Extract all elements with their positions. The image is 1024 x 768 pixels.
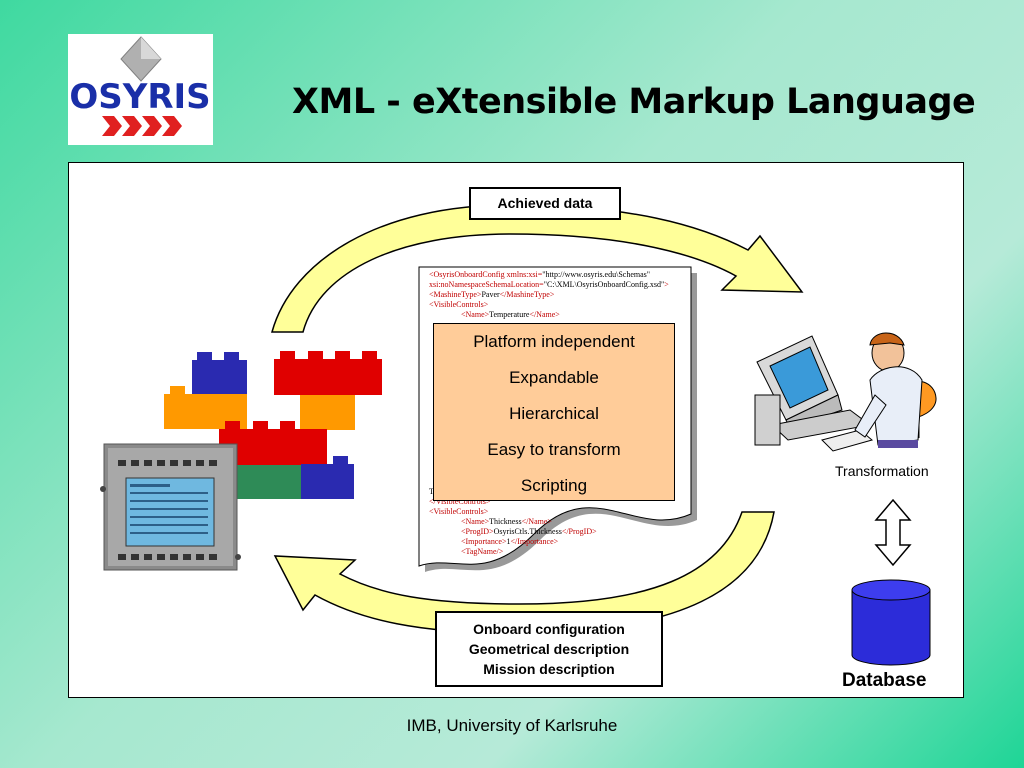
xml-line: <OsyrisOnboardConfig xmlns:xsi="http://w… [429,270,650,280]
bottom-curved-arrow [273,511,775,634]
property-item: Scripting [520,476,588,495]
onboard-terminal-icon [100,443,241,571]
xml-tag: <ProgID> [461,527,494,536]
double-arrow-icon [874,498,912,567]
osyris-logo-graphic: OSYRIS [69,36,211,136]
xml-line: </VisibleControls> [429,497,490,507]
xml-tag: <VisibleControls> [429,300,489,309]
slide-title: XML - eXtensible Markup Language [292,82,976,122]
xml-line: <MashineType>Paver</MashineType> [429,290,554,300]
xml-tag: <TagName/> [461,547,504,556]
xml-tag: <Importance> [461,537,507,546]
xml-value: Thickness [489,517,522,526]
slide-footer: IMB, University of Karlsruhe [406,716,618,735]
xml-tag: </Importance> [510,537,559,546]
xml-tag: </MashineType> [499,290,555,299]
xml-tag: </Name> [529,310,560,319]
person-at-computer-icon [754,332,937,452]
xml-value: 1 [506,537,511,546]
xml-value: OsyrisCtls.Thickness [493,527,562,536]
xml-tag: <Name> [461,517,490,526]
xml-line: <ProgID>OsyrisCtls.Thickness</ProgID> [461,527,597,537]
xml-line: <Name>Thickness</Name> [461,517,552,527]
xml-tag: </ProgID> [561,527,597,536]
database-label: Database [842,670,927,691]
configuration-label-line: Mission description [483,661,615,677]
xml-line: <VisibleControls> [429,300,488,310]
xml-tag: <MashineType> [429,290,482,299]
configuration-label-line: Onboard configuration [473,621,625,637]
xml-tag: <OsyrisOnboardConfig xmlns:xsi= [429,270,543,279]
xml-tag: <Name> [461,310,490,319]
transformation-label: Transformation [835,463,929,479]
xml-line: <Importance>1</Importance> [461,537,558,547]
property-item: Hierarchical [509,404,599,423]
xml-line: Tr [429,487,436,497]
lego-bricks [164,351,382,499]
xml-value: Temperature [489,310,530,319]
configuration-label-box: Onboard configuration Geometrical descri… [435,611,663,687]
database-icon [851,579,931,666]
xml-value: "http://www.osyris.edu\Schemas" [542,270,651,279]
xml-tag: > [664,280,669,289]
properties-box: Platform independent Expandable Hierarch… [433,323,675,501]
top-curved-arrow [271,204,804,333]
xml-line: <VisibleControls> [429,507,488,517]
property-item: Expandable [509,368,599,387]
xml-line: <TagName/> [461,547,503,557]
logo-text: OSYRIS [69,77,210,117]
xml-value: Paver [481,290,500,299]
xml-value: Tr [429,487,436,496]
osyris-logo: OSYRIS [68,34,213,145]
xml-tag: <VisibleControls> [429,507,489,516]
property-item: Platform independent [473,332,635,351]
xml-line: <Name>Temperature</Name> [461,310,560,320]
achieved-data-label: Achieved data [469,187,621,220]
xml-tag: </VisibleControls> [429,497,491,506]
configuration-label-line: Geometrical description [468,641,630,657]
xml-tag: xsi:noNamespaceSchemaLocation= [429,280,544,289]
xml-line: xsi:noNamespaceSchemaLocation="C:\XML\Os… [429,280,669,290]
xml-document-text: <OsyrisOnboardConfig xmlns:xsi="http://w… [419,267,690,563]
xml-tag: </Name> [521,517,552,526]
property-item: Easy to transform [487,440,621,459]
xml-value: "C:\XML\OsyrisOnboardConfig.xsd" [543,280,665,289]
